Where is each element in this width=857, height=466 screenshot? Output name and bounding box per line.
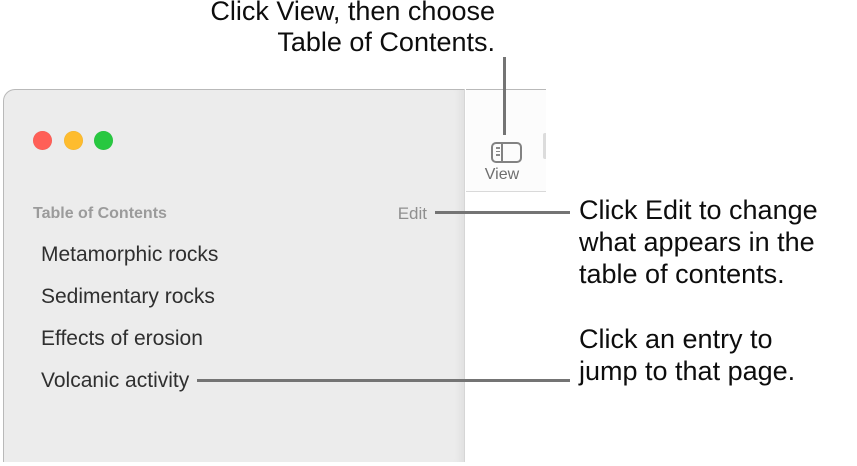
- callout-entry-line2: jump to that page.: [579, 356, 796, 386]
- view-button-label: View: [484, 166, 520, 183]
- callout-view-line2: Table of Contents.: [277, 27, 495, 57]
- cropped-toolbar-icon: [543, 133, 546, 159]
- callout-line-view: [503, 57, 506, 135]
- toc-title: Table of Contents: [33, 205, 167, 222]
- view-button[interactable]: View: [480, 140, 524, 186]
- toc-entry[interactable]: Sedimentary rocks: [41, 285, 215, 308]
- zoom-button[interactable]: [94, 131, 113, 150]
- callout-line-edit: [435, 211, 570, 214]
- callout-edit-line2: what appears in the: [579, 227, 815, 257]
- edit-button[interactable]: Edit: [397, 204, 427, 223]
- callout-view-line1: Click View, then choose: [210, 0, 495, 26]
- toc-entry[interactable]: Effects of erosion: [41, 327, 203, 350]
- toc-entry[interactable]: Volcanic activity: [41, 369, 190, 392]
- minimize-button[interactable]: [63, 131, 83, 150]
- toc-entry[interactable]: Metamorphic rocks: [41, 243, 219, 266]
- callout-view-text: Click View, then choose Table of Content…: [95, 0, 495, 58]
- window-toolbar: [466, 89, 546, 192]
- toc-sidebar-panel: [3, 89, 465, 462]
- callout-line-entry: [197, 379, 570, 382]
- callout-entry-text: Click an entry to jump to that page.: [579, 323, 795, 387]
- callout-edit-line3: table of contents.: [579, 259, 785, 289]
- close-button[interactable]: [33, 131, 52, 150]
- callout-edit-text: Click Edit to change what appears in the…: [579, 194, 818, 290]
- callout-entry-line1: Click an entry to: [579, 324, 773, 354]
- sidebar-toggle-icon: [491, 142, 522, 163]
- callout-edit-line1: Click Edit to change: [579, 195, 818, 225]
